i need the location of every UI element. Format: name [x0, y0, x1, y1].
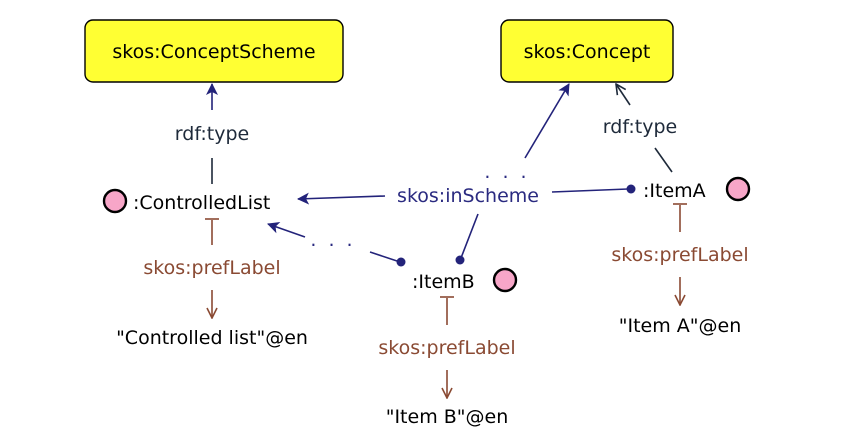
edge-b-cl-lower	[369, 251, 398, 262]
class-concept-label: skos:Concept	[524, 41, 651, 63]
node-item-a: :ItemA	[626, 176, 751, 202]
edge-type-a-stem	[654, 147, 673, 173]
edge-in-scheme-a-segment	[551, 188, 629, 193]
node-item-a-dot	[626, 184, 636, 194]
edge-pref-b-label: skos:prefLabel	[378, 337, 515, 359]
class-concept-scheme-box	[84, 19, 344, 83]
edge-b-concept-lower	[460, 213, 479, 259]
literal-item-a: "Item A"@en	[619, 315, 742, 337]
edge-pref-cl-label: skos:prefLabel	[143, 257, 280, 279]
node-item-a-circle	[725, 176, 751, 202]
edge-in-scheme-label: skos:inScheme	[397, 185, 539, 207]
node-item-b-circle	[492, 267, 518, 293]
edge-type-cl-label: rdf:type	[175, 123, 249, 145]
literal-item-b: "Item B"@en	[386, 406, 509, 428]
edge-pref-a-label: skos:prefLabel	[611, 244, 748, 266]
node-item-a-label: :ItemA	[643, 180, 706, 202]
literal-controlled-list: "Controlled list"@en	[116, 327, 308, 349]
edge-b-cl-arrow	[267, 221, 306, 238]
class-concept-scheme: skos:ConceptScheme	[84, 19, 344, 83]
node-controlled-list-label: :ControlledList	[133, 192, 270, 214]
node-item-b: :ItemB	[412, 267, 518, 293]
node-controlled-list-circle	[102, 188, 128, 214]
edge-type-a-arrow	[616, 84, 631, 106]
node-item-b-dot-left	[396, 257, 406, 267]
node-item-b-dot-up	[455, 255, 465, 265]
class-concept: skos:Concept	[500, 19, 674, 83]
node-item-b-label: :ItemB	[412, 271, 475, 293]
edge-b-concept-arrow	[524, 83, 570, 159]
class-concept-scheme-label: skos:ConceptScheme	[112, 41, 315, 63]
edge-type-a-label: rdf:type	[603, 116, 677, 138]
edge-in-scheme-arrow	[297, 192, 386, 205]
node-controlled-list: :ControlledList	[102, 188, 270, 214]
class-concept-box	[500, 19, 674, 83]
edge-dots-concept: . . .	[484, 161, 529, 183]
edge-dots-cl: . . .	[310, 229, 355, 251]
